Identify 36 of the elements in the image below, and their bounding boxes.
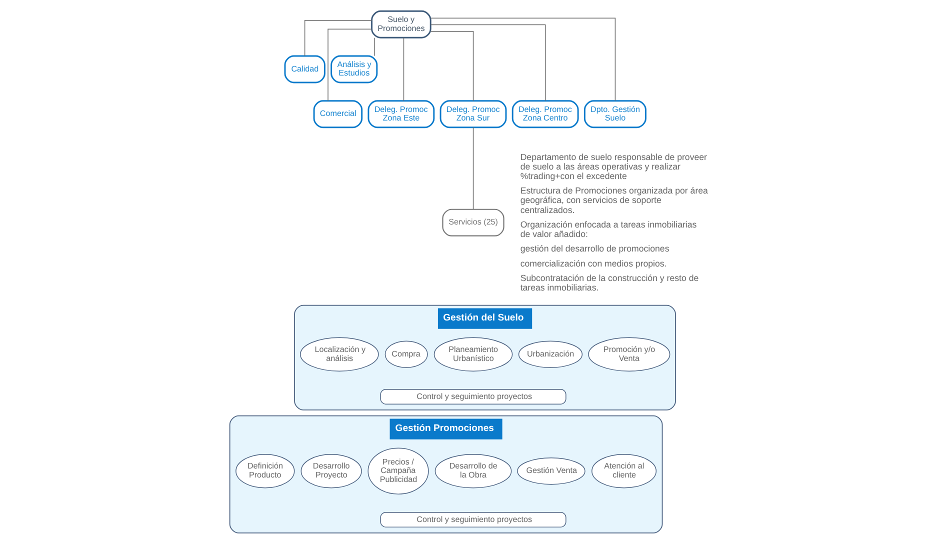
node-ellipse: Desarrollo de la Obra [434,454,512,488]
node-box: Servicios (25) [442,208,504,236]
connector [402,37,404,102]
connector [430,18,616,102]
connector [304,20,372,56]
node-box: Dpto. Gestión Suelo [583,100,646,128]
node-box: Comercial [312,100,362,128]
node-ellipse: Planeamiento Urbanístico [433,337,512,372]
connector [472,127,474,210]
label: Subcontratación de la construcción y resto de tareas inmobiliarias. [520,273,698,293]
node-ellipse: Definición Producto [235,454,294,488]
node-box: Deleg. Promoc Zona Sur [439,100,506,128]
node-ellipse: Precios / Campaña Publicidad [367,448,428,494]
node-ellipse: Promoción y/o Venta [588,337,670,372]
node-ellipse: Compra [384,340,428,368]
node-ellipse: Atención al cliente [591,454,656,488]
node-box: Suelo y Promociones [370,10,431,38]
label: Departamento de suelo responsable de proveer de suelo a las áreas operativas y realizar %trading+con el excedente [520,152,706,181]
connector [430,24,546,102]
connector [373,38,374,56]
node-box: Deleg. Promoc Zona Centro [511,100,578,128]
node-box: Deleg. Promoc Zona Este [367,100,434,128]
label: Estructura de Promociones organizada por área geográfica, con servicios de soporte centralizados. [520,186,708,215]
node-box: Calidad [284,55,325,84]
label: Organización enfocada a tareas inmobiliarias de valor añadido: [520,219,696,240]
node-ellipse: Gestión Venta [516,457,585,485]
connector [327,28,372,102]
label: gestión del desarrollo de promociones [520,244,669,254]
node-box: Control y seguimiento proyectos [380,389,566,404]
node-ellipse: Desarrollo Proyecto [300,454,362,488]
label: comercialización con medios propios. [520,258,666,268]
node-ellipse: Localización y análisis [300,337,378,372]
node-ellipse: Urbanización [518,340,582,368]
connector [430,31,474,102]
node-box: Control y seguimiento proyectos [380,512,566,528]
node-box: Análisis y Estudios [330,55,378,84]
